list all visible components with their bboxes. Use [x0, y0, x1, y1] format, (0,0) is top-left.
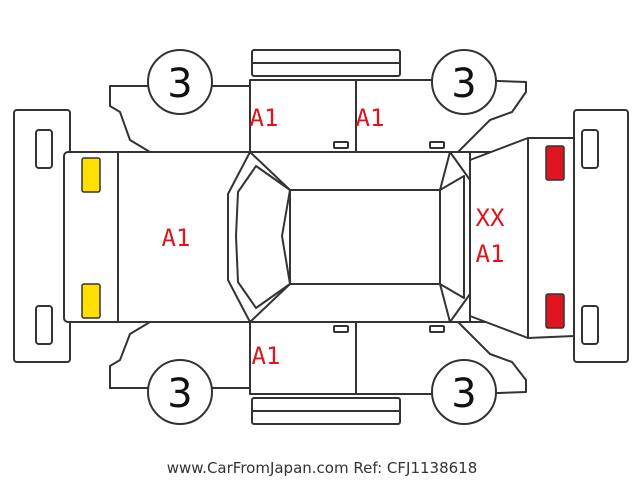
mark-hood: A1 — [162, 224, 191, 252]
mark-rear-xx: XX — [476, 204, 505, 232]
rear-panel — [469, 137, 575, 339]
tire-rear-right-rating: 3 — [451, 371, 476, 417]
front-bumper — [13, 109, 71, 363]
mark-door-front-bottom: A1 — [252, 342, 281, 370]
cabin — [227, 151, 471, 323]
footer-reference: Ref: CFJ1138618 — [353, 459, 477, 477]
tire-front-left: 3 — [147, 49, 213, 115]
top-door-handle-rear — [429, 141, 445, 149]
rear-bumper — [573, 109, 629, 363]
rear-light-top — [545, 145, 565, 181]
bottom-side-panels — [109, 321, 527, 425]
tire-front-left-rating: 3 — [167, 61, 192, 107]
top-door-handle-front — [333, 141, 349, 149]
footer-website: www.CarFromJapan.com — [167, 459, 349, 477]
mark-door-front-top: A1 — [250, 104, 279, 132]
rear-light-bottom — [545, 293, 565, 329]
tire-rear-left-rating: 3 — [451, 61, 476, 107]
top-side-panels — [109, 49, 527, 153]
bottom-door-handle-rear — [429, 325, 445, 333]
mark-rear-a1: A1 — [476, 240, 505, 268]
rear-window — [439, 175, 465, 299]
tire-front-right: 3 — [147, 359, 213, 425]
tire-rear-right: 3 — [431, 359, 497, 425]
bottom-door-handle-front — [333, 325, 349, 333]
windshield — [235, 165, 291, 309]
footer-text: www.CarFromJapan.com Ref: CFJ1138618 — [167, 459, 478, 477]
roof — [289, 189, 441, 285]
mark-door-rear-top: A1 — [356, 104, 385, 132]
tire-rear-left: 3 — [431, 49, 497, 115]
front-light-top — [81, 157, 101, 193]
tire-front-right-rating: 3 — [167, 371, 192, 417]
front-light-bottom — [81, 283, 101, 319]
